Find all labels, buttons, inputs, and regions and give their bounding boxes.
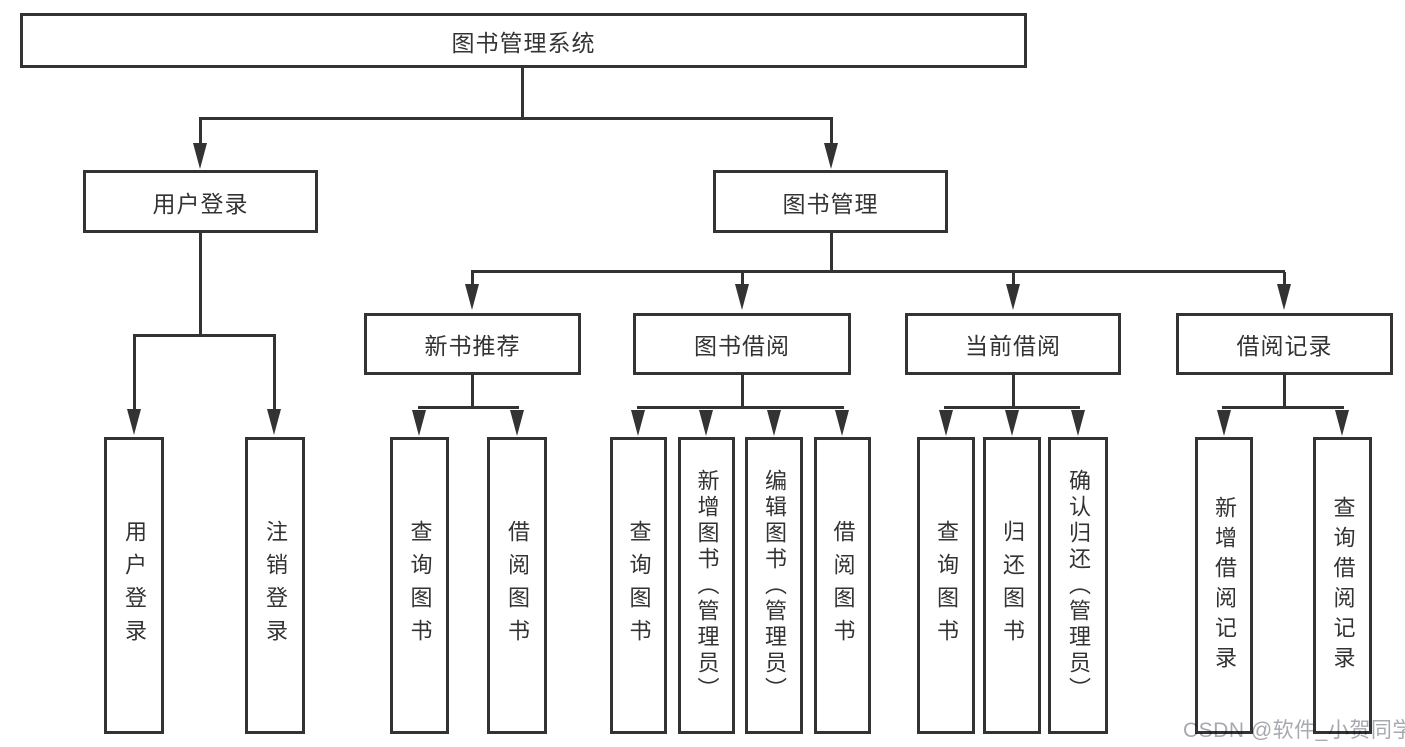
connector-drop-section xyxy=(741,272,744,286)
connector-section-hbar xyxy=(944,406,1080,409)
connector-section-hbar xyxy=(1222,406,1344,409)
connector-section-hbar xyxy=(637,406,844,409)
connector-drop-user-login xyxy=(199,118,202,146)
connector-drop-leaf xyxy=(273,335,276,411)
arrow-down-icon xyxy=(127,409,141,435)
arrow-down-icon xyxy=(735,284,749,310)
arrow-down-icon xyxy=(1217,410,1231,436)
connector-section-stub xyxy=(1283,375,1286,407)
connector-user-login-hbar xyxy=(133,334,276,337)
arrow-down-icon xyxy=(631,410,645,436)
arrow-down-icon xyxy=(510,410,524,436)
connector-drop-leaf xyxy=(133,335,136,411)
arrow-down-icon xyxy=(1005,410,1019,436)
arrow-down-icon xyxy=(193,143,207,169)
watermark: CSDN @软件_小贺同学 xyxy=(1183,719,1405,742)
node-book-mgmt: 图书管理 xyxy=(713,170,948,233)
arrow-down-icon xyxy=(699,410,713,436)
leaf-borrow-books: 借阅图书 xyxy=(487,437,547,734)
arrow-down-icon xyxy=(939,410,953,436)
connector-drop-book-mgmt xyxy=(830,118,833,146)
connector-root-stub xyxy=(521,68,524,118)
connector-l3-hbar xyxy=(471,270,1285,273)
node-borrow-records: 借阅记录 xyxy=(1176,313,1393,375)
leaf-query-books: 查询图书 xyxy=(917,437,975,734)
leaf-confirm-return-admin: 确认归还（管理员） xyxy=(1048,437,1108,734)
connector-user-login-stub xyxy=(199,233,202,335)
arrow-down-icon xyxy=(465,284,479,310)
node-new-book-recommend: 新书推荐 xyxy=(364,313,581,375)
node-book-borrow: 图书借阅 xyxy=(633,313,851,375)
arrow-down-icon xyxy=(767,410,781,436)
arrow-down-icon xyxy=(412,410,426,436)
connector-drop-section xyxy=(1283,272,1286,286)
leaf-add-books-admin: 新增图书（管理员） xyxy=(678,437,735,734)
arrow-down-icon xyxy=(1006,284,1020,310)
arrow-down-icon xyxy=(1071,410,1085,436)
leaf-query-books: 查询图书 xyxy=(390,437,449,734)
connector-drop-section xyxy=(471,272,474,286)
node-root-library-system: 图书管理系统 xyxy=(20,13,1027,68)
leaf-return-books: 归还图书 xyxy=(983,437,1041,734)
connector-section-stub xyxy=(1012,375,1015,407)
node-user-login: 用户登录 xyxy=(83,170,318,233)
connector-book-mgmt-stub xyxy=(830,233,833,271)
leaf-query-books: 查询图书 xyxy=(610,437,667,734)
arrow-down-icon xyxy=(1335,410,1349,436)
arrow-down-icon xyxy=(824,143,838,169)
node-current-borrow: 当前借阅 xyxy=(905,313,1121,375)
connector-l2-hbar xyxy=(199,117,833,120)
leaf-logout: 注销登录 xyxy=(245,437,305,734)
arrow-down-icon xyxy=(835,410,849,436)
leaf-query-borrow-record: 查询借阅记录 xyxy=(1313,437,1372,734)
connector-section-stub xyxy=(741,375,744,407)
leaf-edit-books-admin: 编辑图书（管理员） xyxy=(745,437,803,734)
leaf-user-login: 用户登录 xyxy=(104,437,164,734)
arrow-down-icon xyxy=(1277,284,1291,310)
connector-section-stub xyxy=(471,375,474,407)
connector-section-hbar xyxy=(418,406,519,409)
connector-drop-section xyxy=(1012,272,1015,286)
leaf-borrow-books: 借阅图书 xyxy=(814,437,871,734)
leaf-add-borrow-record: 新增借阅记录 xyxy=(1195,437,1253,734)
arrow-down-icon xyxy=(267,409,281,435)
